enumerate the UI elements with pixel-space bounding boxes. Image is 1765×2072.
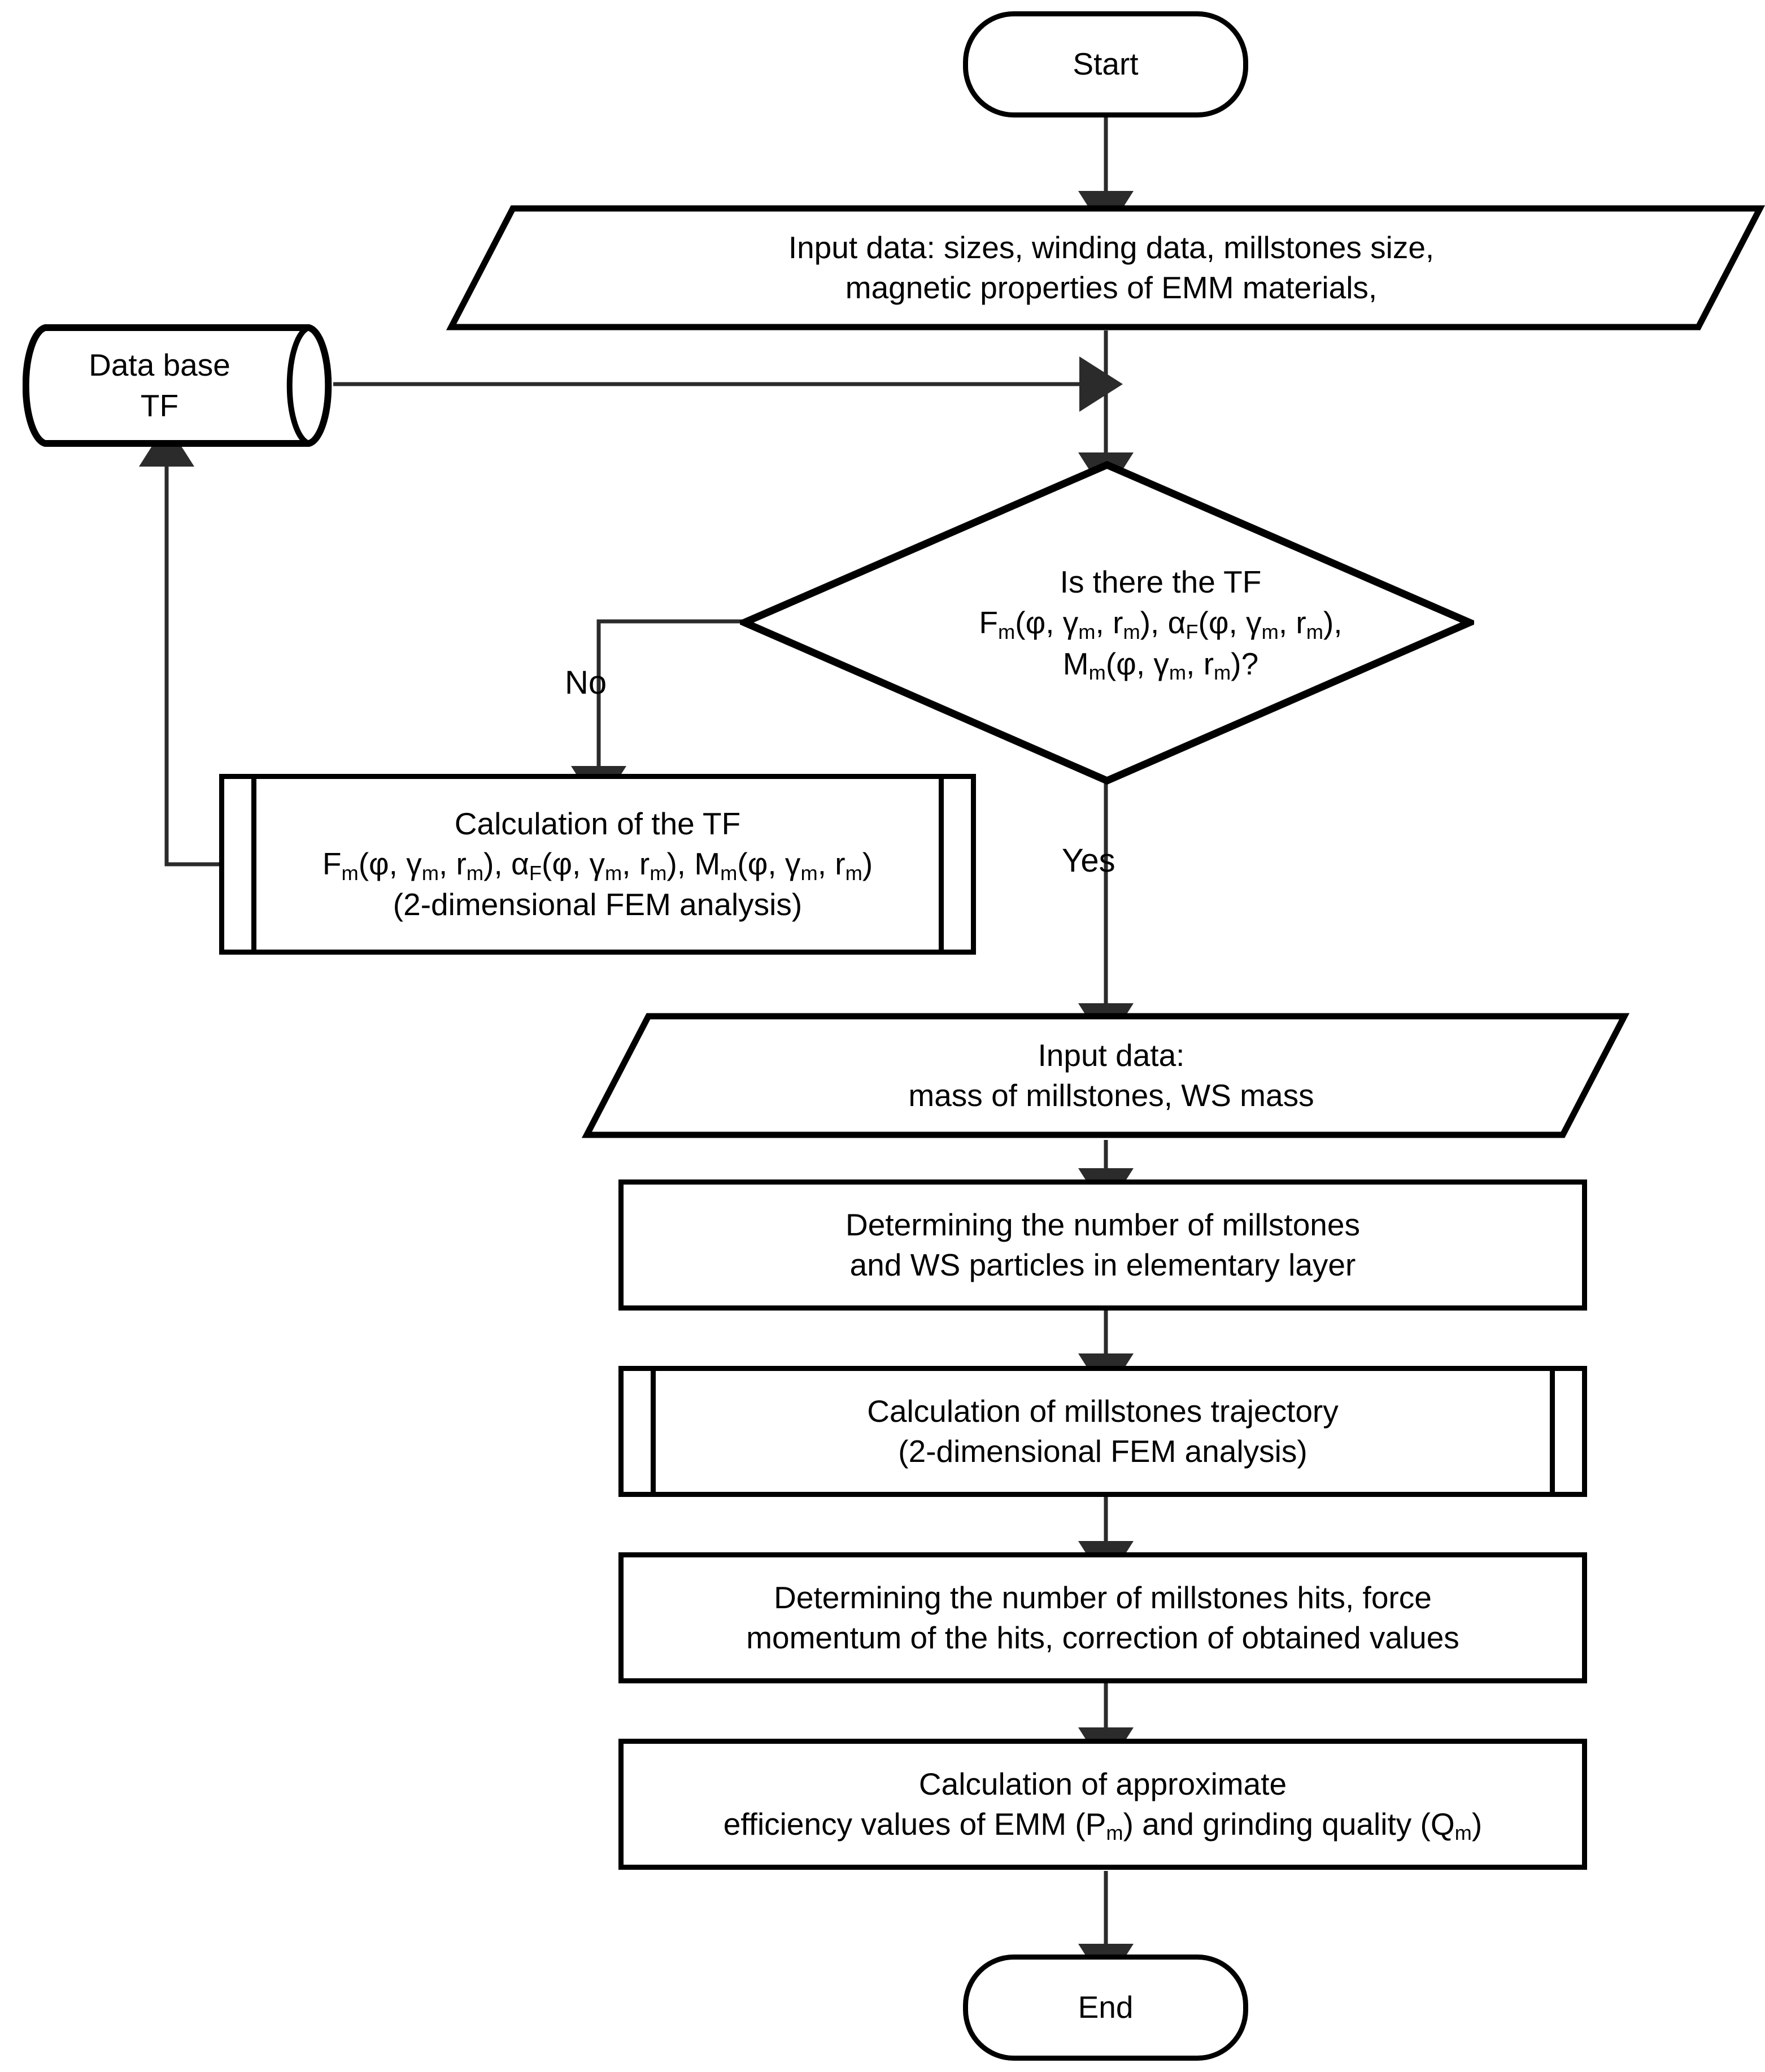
node-end[interactable]: End [963, 1955, 1248, 2061]
database-cylinder-shape [22, 324, 332, 447]
decision-line2: Fm(φ, γm, rm), αF(φ, γm, rm), [979, 605, 1343, 643]
edge-input2-to-determine-number [1078, 1140, 1134, 1212]
determine-millstones-hits-text: Determining the number of millstones hit… [624, 1578, 1582, 1659]
input-data-1-line2: magnetic properties of EMM materials, [845, 270, 1378, 305]
edge-calctf-to-database [139, 423, 219, 867]
node-decision-is-there-tf[interactable]: Is there the TF Fm(φ, γm, rm), αF(φ, γm,… [735, 460, 1479, 785]
calculation-of-tf-text: Calculation of the TF Fm(φ, γm, rm), αF(… [224, 804, 971, 925]
calculation-of-tf-line3: (2-dimensional FEM analysis) [393, 886, 803, 922]
input-data-2-text: Input data: mass of millstones, WS mass [582, 1011, 1629, 1140]
decision-diamond-shape [735, 460, 1479, 785]
node-calculation-of-tf[interactable]: Calculation of the TF Fm(φ, γm, rm), αF(… [219, 774, 976, 955]
calculation-millstones-trajectory-line1: Calculation of millstones trajectory [867, 1393, 1339, 1429]
input-data-1-text: Input data: sizes, winding data, millsto… [446, 203, 1765, 332]
node-input-data-2[interactable]: Input data: mass of millstones, WS mass [581, 1011, 1630, 1140]
node-determine-millstones-hits[interactable]: Determining the number of millstones hit… [618, 1552, 1587, 1683]
decision-line3: Mm(φ, γm, rm)? [1062, 646, 1259, 685]
input-data-2-shape [581, 1013, 1630, 1138]
calculation-approximate-efficiency-line2: efficiency values of EMM (Pm) and grindi… [723, 1807, 1483, 1845]
database-line1: Data base [89, 347, 230, 382]
calculation-of-tf-line1: Calculation of the TF [454, 806, 741, 841]
node-input-data-1[interactable]: Input data: sizes, winding data, millsto… [446, 203, 1765, 332]
database-text: Data base TF [40, 322, 280, 449]
node-calculation-approximate-efficiency[interactable]: Calculation of approximate efficiency va… [618, 1739, 1587, 1870]
determine-millstones-hits-line1: Determining the number of millstones hit… [774, 1579, 1432, 1615]
calculation-approximate-efficiency-line1: Calculation of approximate [918, 1766, 1287, 1801]
node-start-label: Start [1073, 46, 1139, 82]
calculation-millstones-trajectory-line2: (2-dimensional FEM analysis) [898, 1434, 1308, 1469]
calculation-millstones-trajectory-text: Calculation of millstones trajectory (2-… [624, 1391, 1582, 1472]
node-determine-millstones-number[interactable]: Determining the number of millstones and… [618, 1179, 1587, 1311]
decision-line1: Is there the TF [1060, 564, 1262, 599]
edge-label-yes: Yes [1062, 842, 1115, 879]
calculation-approximate-efficiency-text: Calculation of approximate efficiency va… [624, 1764, 1582, 1845]
input-data-1-shape [446, 205, 1765, 330]
input-data-2-line1: Input data: [1038, 1037, 1185, 1073]
decision-text: Is there the TF Fm(φ, γm, rm), αF(φ, γm,… [740, 460, 1474, 785]
node-end-label: End [1078, 1990, 1134, 2025]
determine-millstones-number-line2: and WS particles in elementary layer [849, 1247, 1356, 1282]
determine-millstones-number-text: Determining the number of millstones and… [624, 1205, 1582, 1286]
node-calculation-millstones-trajectory[interactable]: Calculation of millstones trajectory (2-… [618, 1366, 1587, 1497]
input-data-2-line2: mass of millstones, WS mass [908, 1078, 1314, 1113]
edge-label-no: No [565, 664, 607, 701]
determine-millstones-hits-line2: momentum of the hits, correction of obta… [746, 1620, 1459, 1655]
input-data-1-line1: Input data: sizes, winding data, millsto… [788, 229, 1435, 265]
database-line2: TF [140, 388, 179, 423]
edge-decision-no [571, 619, 746, 809]
node-database[interactable]: Data base TF [22, 322, 336, 449]
node-start[interactable]: Start [963, 11, 1248, 117]
calculation-of-tf-line2: Fm(φ, γm, rm), αF(φ, γm, rm), Mm(φ, γm, … [322, 846, 873, 885]
determine-millstones-number-line1: Determining the number of millstones [846, 1207, 1360, 1242]
